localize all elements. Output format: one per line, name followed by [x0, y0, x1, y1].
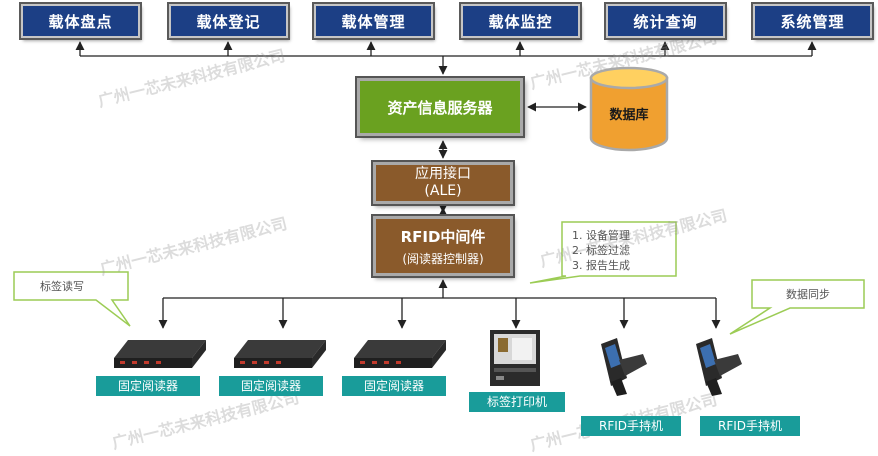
device-label-fixed-reader-2: 固定阅读器 [219, 376, 323, 396]
server-label: 资产信息服务器 [387, 98, 493, 117]
device-label-fixed-reader-1: 固定阅读器 [96, 376, 200, 396]
fixed-reader-icon [234, 340, 326, 368]
rfid-middleware-subtitle: (阅读器控制器) [402, 251, 484, 266]
device-label-handheld-2: RFID手持机 [700, 416, 800, 436]
callout-data-sync-bubble [729, 279, 865, 335]
callout-function-item: 3. 报告生成 [572, 259, 630, 272]
module-management-button[interactable]: 载体管理 [314, 4, 433, 38]
handheld-icon [601, 338, 647, 396]
rfid-middleware: RFID中间件 (阅读器控制器) [373, 216, 513, 276]
callout-functions-bubble [529, 221, 677, 284]
module-monitoring-button[interactable]: 载体监控 [461, 4, 580, 38]
ale-title: 应用接口 [415, 166, 471, 182]
database-icon [589, 66, 669, 152]
callout-function-item: 2. 标签过滤 [572, 244, 630, 257]
ale-subtitle: (ALE) [424, 183, 462, 199]
module-statistics-button[interactable]: 统计查询 [606, 4, 725, 38]
label-printer-icon [490, 330, 540, 386]
device-label-label-printer: 标签打印机 [469, 392, 565, 412]
connector-lines [13, 41, 865, 335]
device-label-fixed-reader-3: 固定阅读器 [342, 376, 446, 396]
handheld-icon [696, 338, 742, 396]
ale-interface: 应用接口 (ALE) [373, 162, 513, 204]
module-registration-button[interactable]: 载体登记 [169, 4, 288, 38]
callout-tag-rw: 标签读写 [40, 280, 84, 293]
callout-tag-rw-bubble [13, 271, 131, 327]
fixed-reader-icon [354, 340, 446, 368]
module-system-button[interactable]: 系统管理 [753, 4, 872, 38]
device-label-handheld-1: RFID手持机 [581, 416, 681, 436]
rfid-middleware-title: RFID中间件 [400, 227, 486, 246]
callout-function-item: 1. 设备管理 [572, 229, 630, 242]
fixed-reader-icon [114, 340, 206, 368]
database-label: 数据库 [609, 108, 649, 123]
callout-functions: 1. 设备管理 2. 标签过滤 3. 报告生成 [572, 228, 630, 273]
callout-data-sync: 数据同步 [786, 288, 830, 301]
module-inventory-button[interactable]: 载体盘点 [21, 4, 140, 38]
asset-info-server: 资产信息服务器 [357, 78, 523, 136]
